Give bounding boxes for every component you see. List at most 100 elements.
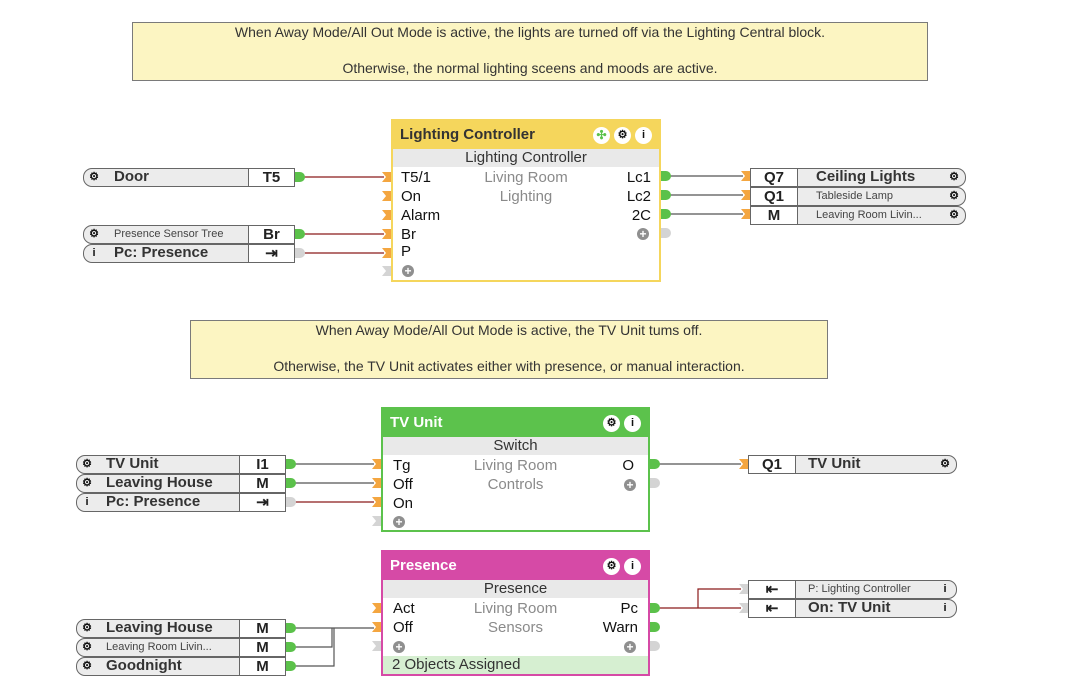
ref-ceiling-lights[interactable]: Q7 Ceiling Lights ⚙ [750,168,966,187]
presence-block[interactable]: Presence ⚙ i Presence Living Room Sensor… [381,550,650,676]
input-port[interactable] [372,459,381,469]
info-icon[interactable]: i [624,558,641,575]
input-act[interactable]: Act [393,600,415,617]
ref-pc-presence[interactable]: i Pc: Presence ⇥ [83,244,295,263]
note-lighting[interactable]: When Away Mode/All Out Mode is active, t… [132,22,928,81]
add-output-icon[interactable]: + [637,228,649,240]
output-port-empty[interactable] [650,641,660,651]
ref-presence-sensor-tree[interactable]: ⚙ Presence Sensor Tree Br [83,225,295,244]
input-port[interactable] [739,603,748,613]
input-port[interactable] [739,459,748,469]
output-warn[interactable]: Warn [602,619,638,636]
output-port-empty[interactable] [295,248,305,258]
input-port[interactable] [741,209,750,219]
output-port[interactable] [286,661,296,671]
ref-leaving-house[interactable]: ⚙ Leaving House M [76,619,286,638]
ref-leaving-room[interactable]: M Leaving Room Livin... ⚙ [750,206,966,225]
output-port[interactable] [661,190,671,200]
lighting-controller-block[interactable]: Lighting Controller ✣ ⚙ i Lighting Contr… [391,119,661,282]
input-port[interactable] [372,497,381,507]
input-port[interactable] [372,603,381,613]
input-port-empty[interactable] [372,641,381,651]
add-input-icon[interactable]: + [393,516,405,528]
input-alarm[interactable]: Alarm [401,207,441,224]
ref-on-tv-unit[interactable]: ⇤ On: TV Unit i [748,599,957,618]
input-off[interactable]: Off [393,476,413,493]
output-2c[interactable]: 2C [631,207,651,224]
gear-icon: ⚙ [949,171,959,183]
ref-code: M [750,206,798,225]
output-lc2[interactable]: Lc2 [626,188,651,205]
add-input-icon[interactable]: + [393,641,405,653]
output-port[interactable] [661,209,671,219]
ref-name: Goodnight [106,657,182,674]
output-port[interactable] [295,229,305,239]
tv-unit-block[interactable]: TV Unit ⚙ i Switch Living Room Controls … [381,407,650,532]
gear-icon: ⚙ [82,458,92,470]
input-port[interactable] [382,191,391,201]
output-port[interactable] [286,459,296,469]
ref-tv-unit-output[interactable]: Q1 TV Unit ⚙ [748,455,957,474]
output-port-empty[interactable] [650,478,660,488]
ref-leaving-room[interactable]: ⚙ Leaving Room Livin... M [76,638,286,657]
output-port[interactable] [650,622,660,632]
input-port[interactable] [382,210,391,220]
gear-icon: ⚙ [82,622,92,634]
input-on[interactable]: On [401,188,422,205]
input-off[interactable]: Off [393,619,413,636]
input-port[interactable] [741,171,750,181]
add-input-icon[interactable]: + [402,265,414,277]
info-icon[interactable]: i [624,415,641,432]
ref-name: Leaving House [106,619,213,636]
ref-pc-presence[interactable]: i Pc: Presence ⇥ [76,493,286,512]
output-port[interactable] [286,623,296,633]
objects-assigned-footer[interactable]: 2 Objects Assigned [383,656,648,674]
ref-tv-unit[interactable]: ⚙ TV Unit I1 [76,455,286,474]
ref-p-lighting-controller[interactable]: ⇤ P: Lighting Controller i [748,580,957,599]
input-port[interactable] [741,190,750,200]
input-port[interactable] [382,172,391,182]
input-port-empty[interactable] [382,266,391,276]
input-port[interactable] [739,584,748,594]
block-room: Living Room [484,169,568,186]
output-port[interactable] [650,603,660,613]
output-port[interactable] [286,642,296,652]
gear-icon[interactable]: ⚙ [614,127,631,144]
ref-door[interactable]: ⚙ Door T5 [83,168,295,187]
note-tv[interactable]: When Away Mode/All Out Mode is active, t… [190,320,828,379]
output-ref-icon: ⇥ [248,244,295,263]
ref-leaving-house[interactable]: ⚙ Leaving House M [76,474,286,493]
input-br[interactable]: Br [401,226,416,243]
input-tg[interactable]: Tg [393,457,411,474]
input-port[interactable] [372,622,381,632]
info-icon[interactable]: i [635,127,652,144]
wire-goodnight [290,628,335,667]
input-on[interactable]: On [393,495,414,512]
block-room: Living Room [473,457,558,474]
ref-tableside-lamp[interactable]: Q1 Tableside Lamp ⚙ [750,187,966,206]
output-port[interactable] [650,459,660,469]
input-port[interactable] [372,478,381,488]
output-port[interactable] [295,172,305,182]
output-o[interactable]: O [622,457,634,474]
move-icon[interactable]: ✣ [593,127,610,144]
add-output-icon[interactable]: + [624,641,636,653]
block-header[interactable]: Presence [383,552,648,580]
output-pc[interactable]: Pc [620,600,638,617]
ref-name: Pc: Presence [106,493,201,510]
ref-goodnight[interactable]: ⚙ Goodnight M [76,657,286,676]
input-p[interactable]: P [401,243,412,260]
input-t5-1[interactable]: T5/1 [401,169,432,186]
input-port[interactable] [382,229,391,239]
output-port-empty[interactable] [661,228,671,238]
input-port[interactable] [382,248,391,258]
gear-icon[interactable]: ⚙ [603,558,620,575]
add-output-icon[interactable]: + [624,479,636,491]
gear-icon[interactable]: ⚙ [603,415,620,432]
input-port-empty[interactable] [372,516,381,526]
output-port[interactable] [661,171,671,181]
output-lc1[interactable]: Lc1 [626,169,651,186]
output-port-empty[interactable] [286,497,296,507]
ref-code: M [239,474,286,493]
output-port[interactable] [286,478,296,488]
